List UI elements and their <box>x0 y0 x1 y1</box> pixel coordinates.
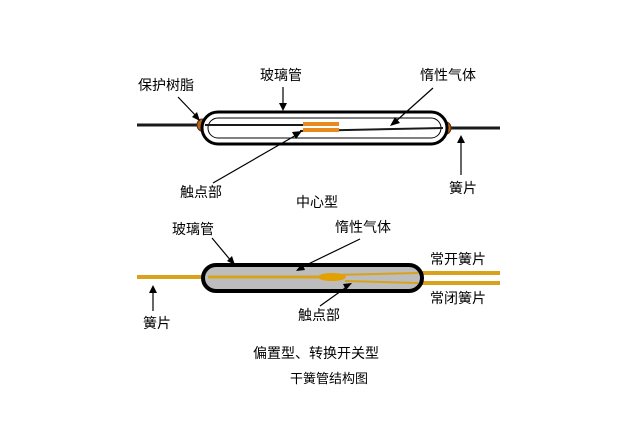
label-glass-tube-top: 玻璃管 <box>260 67 302 84</box>
arrow-inert-gas-top <box>394 87 434 123</box>
arrowhead-contact-top <box>292 131 302 139</box>
label-no-reed: 常开簧片 <box>430 252 486 268</box>
arrowhead-contact-bottom <box>343 283 352 290</box>
arrow-contact-top <box>212 133 299 184</box>
arrowhead-resin <box>192 112 200 121</box>
arrow-glass-tube-bottom <box>211 237 233 263</box>
arrowhead-inert-gas-top <box>390 117 400 126</box>
arrowhead-glass-tube-top <box>279 103 287 111</box>
arrowhead-reed-bottom <box>149 285 157 293</box>
arrow-inert-gas-bottom <box>299 238 361 269</box>
label-inert-gas-top: 惰性气体 <box>420 68 476 84</box>
contact-blob <box>318 273 346 281</box>
label-resin: 保护树脂 <box>138 78 194 94</box>
arrowhead-reed-top <box>457 135 465 143</box>
inner-reed-right-lower <box>344 280 419 284</box>
label-glass-tube-bottom: 玻璃管 <box>172 221 214 238</box>
label-contact-bottom: 触点部 <box>298 308 340 324</box>
label-reed-bottom: 簧片 <box>143 316 171 332</box>
label-reed-top: 簧片 <box>449 181 477 197</box>
caption-center-type: 中心型 <box>296 195 338 211</box>
label-nc-reed: 常闭簧片 <box>430 291 486 307</box>
label-inert-gas-bottom: 惰性气体 <box>335 220 391 236</box>
figure-title: 干簧管结构图 <box>290 371 368 387</box>
arrow-contact-bottom <box>319 285 349 307</box>
contact-lower <box>303 128 339 132</box>
changeover-type-reed-switch: 玻璃管 惰性气体 常开簧片 常闭簧片 簧片 触点部 偏置型、转换开关型 <box>137 220 500 362</box>
arrowhead-inert-gas-bottom <box>296 263 305 271</box>
arrowhead-glass-tube-bottom <box>227 256 235 265</box>
caption-changeover-type: 偏置型、转换开关型 <box>253 345 379 362</box>
center-type-reed-switch: 保护树脂 玻璃管 惰性气体 触点部 簧片 中心型 <box>137 67 500 211</box>
label-contact-top: 触点部 <box>180 185 222 201</box>
contact-upper <box>303 122 339 126</box>
inner-reed-right-upper <box>331 272 419 276</box>
